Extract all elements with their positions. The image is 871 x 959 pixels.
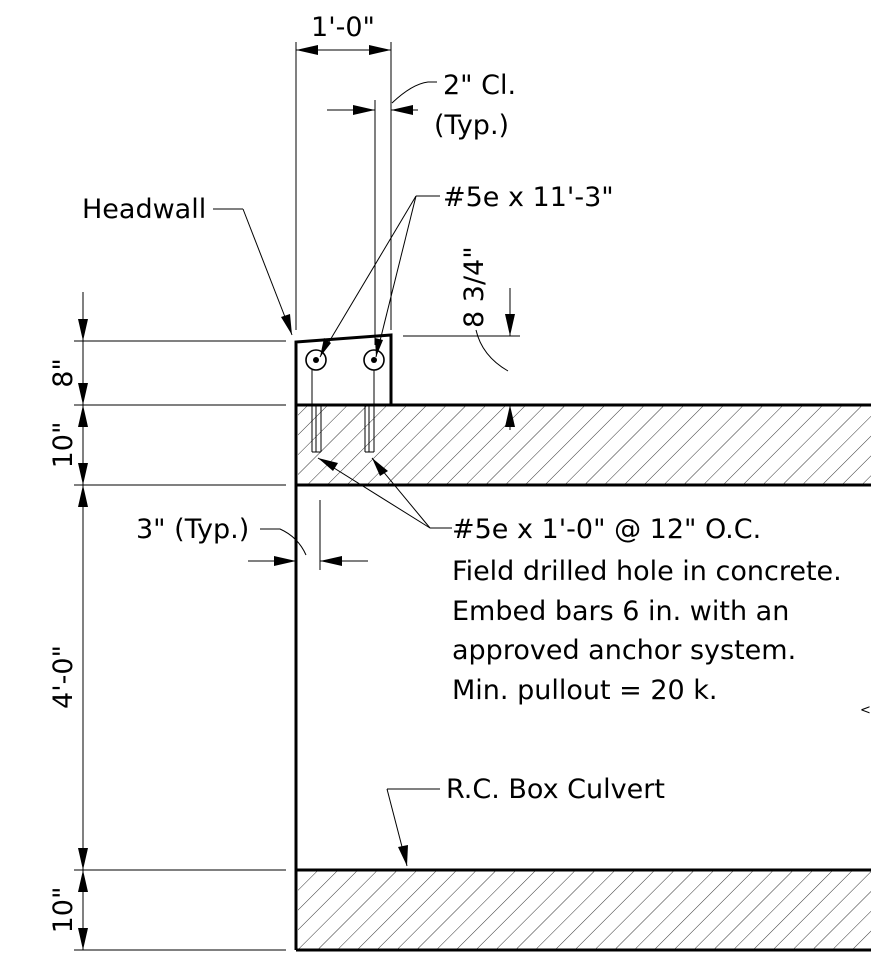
dim-clear-cover: 2" Cl. (Typ.) — [327, 70, 516, 345]
bottom-slab-hatch — [298, 870, 871, 950]
dim-bottom-slab: 10" — [48, 887, 79, 934]
svg-text:3" (Typ.): 3" (Typ.) — [136, 514, 249, 545]
culvert-callout: R.C. Box Culvert — [386, 774, 665, 867]
dim-clear-height: 4'-0" — [48, 645, 79, 709]
svg-text:Headwall: Headwall — [82, 194, 206, 225]
headwall-outline — [294, 333, 393, 405]
headwall-callout: Headwall — [82, 194, 293, 336]
longitudinal-bar-left — [305, 349, 327, 371]
anchor-note-line-2: Embed bars 6 in. with an — [452, 596, 789, 627]
svg-text:#5e x 11'-3": #5e x 11'-3" — [443, 182, 614, 213]
top-slab-hatch — [298, 405, 871, 485]
left-extension-lines — [74, 340, 286, 951]
dowel-bar-right — [364, 370, 375, 453]
edge-mark: < — [860, 703, 871, 718]
anchor-note-line-1: Field drilled hole in concrete. — [452, 556, 842, 587]
dim-bar-offset: 8 3/4" — [403, 246, 520, 430]
anchor-bars-callout — [317, 457, 452, 529]
svg-text:1'-0": 1'-0" — [311, 12, 375, 43]
dim-headwall-height: 8" — [48, 358, 79, 388]
longitudinal-bar-right — [363, 349, 385, 371]
anchor-note-line-3: approved anchor system. — [452, 635, 796, 666]
dim-vertical-chain — [78, 292, 88, 950]
dim-top-slab: 10" — [48, 422, 79, 469]
svg-text:R.C. Box Culvert: R.C. Box Culvert — [446, 774, 665, 805]
dim-wall-offset: 3" (Typ.) — [136, 500, 368, 570]
svg-text:2" Cl.: 2" Cl. — [443, 70, 516, 101]
svg-text:8 3/4": 8 3/4" — [459, 246, 490, 328]
long-bars-callout: #5e x 11'-3" — [319, 182, 614, 358]
dowel-bar-left — [311, 370, 322, 453]
dim-headwall-width: 1'-0" — [295, 12, 392, 330]
svg-text:(Typ.): (Typ.) — [434, 110, 509, 141]
anchor-note-line-4: Min. pullout = 20 k. — [452, 675, 718, 706]
anchor-bars-label: #5e x 1'-0" @ 12" O.C. — [452, 514, 761, 545]
